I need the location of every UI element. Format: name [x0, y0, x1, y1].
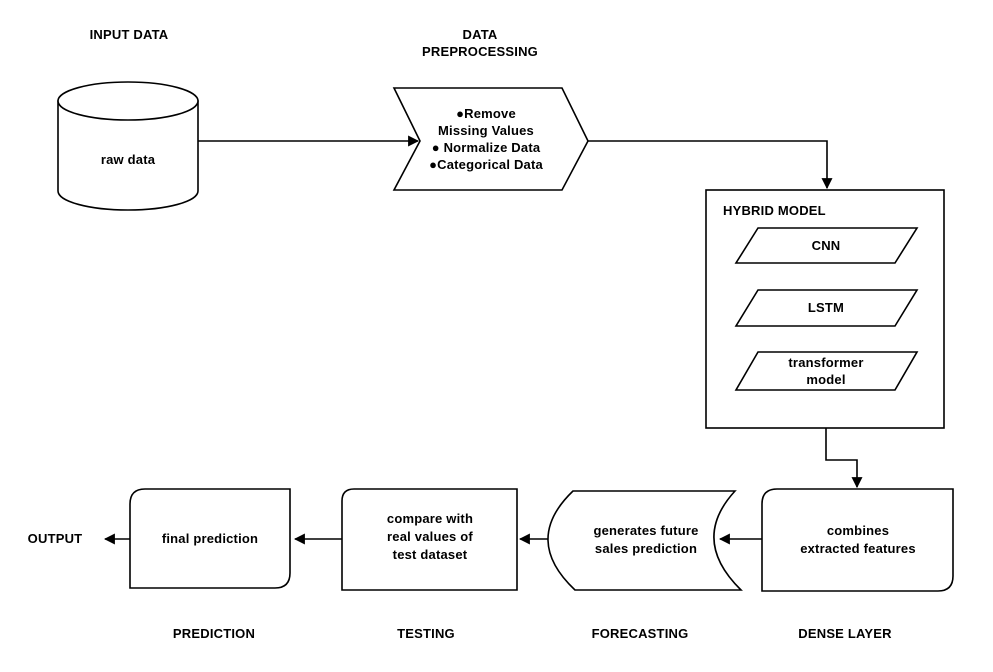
- prediction-section-label: PREDICTION: [172, 626, 256, 641]
- prediction-node-label: final prediction: [161, 531, 259, 546]
- preprocessing-title: DATA PREPROCESSING: [421, 27, 538, 59]
- dense-layer-node-label: combines extracted features: [800, 523, 916, 556]
- output-label: OUTPUT: [27, 531, 83, 546]
- testing-box: [341, 488, 518, 591]
- dense-layer-card: [761, 488, 954, 592]
- input-data-title: INPUT DATA: [89, 27, 169, 42]
- transformer-label: transformer model: [788, 355, 864, 387]
- transformer-parallelogram: [734, 351, 919, 391]
- input-data-cylinder-top: [57, 81, 199, 121]
- cnn-parallelogram: [734, 227, 919, 264]
- testing-section-label: TESTING: [397, 626, 455, 641]
- forecasting-node-label: generates future sales prediction: [593, 523, 699, 556]
- lstm-label: LSTM: [807, 300, 845, 315]
- arrow-hybrid-to-dense: [825, 428, 863, 489]
- forecasting-section-label: FORECASTING: [591, 626, 689, 641]
- hybrid-model-title: HYBRID MODEL: [723, 203, 826, 218]
- prediction-card: [129, 488, 291, 589]
- preprocessing-items: ●Remove Missing Values ● Normalize Data …: [429, 106, 543, 172]
- testing-node-label: compare with real values of test dataset: [386, 511, 474, 562]
- forecasting-stored-data: [547, 490, 743, 591]
- arrow-preprocessing-to-hybrid: [588, 140, 833, 190]
- lstm-parallelogram: [734, 289, 919, 327]
- raw-data-label: raw data: [100, 152, 156, 167]
- input-data-cylinder-body: [57, 100, 199, 211]
- preprocessing-chevron: [392, 87, 589, 191]
- dense-layer-section-label: DENSE LAYER: [798, 626, 892, 641]
- cnn-label: CNN: [811, 238, 841, 253]
